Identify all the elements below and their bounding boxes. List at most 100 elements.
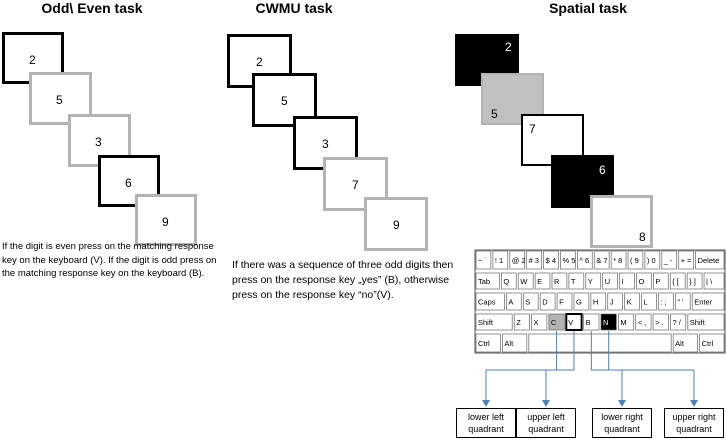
keyboard-key-label: O <box>638 277 644 286</box>
keyboard-key <box>513 313 530 331</box>
digit: 3 <box>95 135 102 149</box>
keyboard-key <box>641 292 657 311</box>
keyboard-key-label: Z <box>516 318 521 327</box>
digit: 3 <box>322 137 329 151</box>
digit: 6 <box>125 176 132 190</box>
keyboard-key-label: R <box>554 277 560 286</box>
keyboard-key-label: N <box>603 318 608 327</box>
keyboard-key <box>661 250 678 270</box>
keyboard-key <box>475 272 500 290</box>
digit-card: 8 <box>590 195 653 248</box>
keyboard-key <box>585 272 602 290</box>
digit: 2 <box>256 55 263 69</box>
digit: 5 <box>56 93 63 107</box>
keyboard-frame <box>474 249 726 354</box>
quadrant-arrow <box>482 331 558 407</box>
keyboard-key-label: } ] <box>689 277 696 286</box>
keyboard-key <box>636 272 652 290</box>
keyboard-key-label: Delete <box>698 256 720 265</box>
keyboard-key <box>522 292 539 311</box>
keyboard-key <box>475 250 492 270</box>
keyboard-key-label: K <box>627 298 632 307</box>
keyboard-key <box>590 292 607 311</box>
keyboard-key-label: B <box>586 318 591 327</box>
keyboard-key <box>699 333 725 353</box>
keyboard-key <box>528 333 672 353</box>
digit: 5 <box>491 107 498 121</box>
keyboard-key-label: Alt <box>504 339 514 348</box>
quadrant-label-upper-left: upper left quadrant <box>516 408 576 438</box>
keyboard-key-label: ! 1 <box>495 256 503 265</box>
keyboard-key-label: Q <box>503 277 509 286</box>
keyboard-key <box>618 313 635 331</box>
keyboard-key-label: Caps <box>478 298 496 307</box>
keyboard-key <box>556 292 573 311</box>
keyboard-key <box>653 272 669 290</box>
keyboard-key <box>543 250 559 270</box>
keyboard-key <box>539 292 556 311</box>
keyboard-key-label: D <box>542 298 548 307</box>
keyboard-key-label: ^ 6 <box>579 256 589 265</box>
keyboard-key-label: $ 4 <box>546 256 556 265</box>
digit: 9 <box>393 218 400 232</box>
keyboard-key-label: ? / <box>672 318 681 327</box>
keyboard-key-label: M <box>620 318 626 327</box>
keyboard-key <box>526 250 542 270</box>
keyboard-key <box>577 250 593 270</box>
keyboard-key-label: ) 0 <box>647 256 656 265</box>
keyboard-key <box>619 272 635 290</box>
keyboard-key <box>492 250 509 270</box>
keyboard-key-label: I <box>622 277 624 286</box>
quadrant-label-lower-left: lower left quadrant <box>456 408 516 438</box>
digit: 2 <box>29 53 36 67</box>
keyboard-key <box>560 250 576 270</box>
quadrant-arrow <box>542 331 575 407</box>
keyboard-key <box>703 272 725 290</box>
digit: 7 <box>352 178 359 192</box>
keyboard-key-label: ~ ` <box>478 256 487 265</box>
keyboard-key-label: ( 9 <box>630 256 639 265</box>
digit: 7 <box>529 122 536 136</box>
keyboard-key-label: S <box>525 298 530 307</box>
keyboard-key-label: + = <box>681 256 692 265</box>
keyboard-key-label: H <box>593 298 598 307</box>
cwmu-description: If there was a sequence of three odd dig… <box>232 259 454 301</box>
keyboard-key-label: @ 2 <box>512 256 526 265</box>
keyboard-key <box>674 292 691 311</box>
digit: 9 <box>162 215 169 229</box>
keyboard-key-label: Alt <box>675 339 685 348</box>
keyboard-key-label: U <box>605 277 610 286</box>
keyboard-key <box>475 333 501 353</box>
keyboard-key <box>583 313 600 331</box>
keyboard-key <box>506 292 522 311</box>
keyboard-key-label: Ctrl <box>702 339 714 348</box>
quadrant-arrow <box>590 331 626 407</box>
keyboard-key <box>669 272 686 290</box>
keyboard-key-label: V <box>568 318 573 327</box>
keyboard-key <box>670 313 687 331</box>
keyboard-key <box>593 250 610 270</box>
keyboard-key-label: F <box>559 298 564 307</box>
keyboard-key-label: % 5 <box>562 256 575 265</box>
keyboard-key-label: T <box>571 277 576 286</box>
keyboard-key <box>624 292 640 311</box>
keyboard-key-label: A <box>508 298 513 307</box>
keyboard-key-label: | \ <box>706 277 713 286</box>
digit: 2 <box>505 40 512 54</box>
keyboard-key <box>551 272 568 290</box>
keyboard-key-label: & 7 <box>596 256 607 265</box>
cwmu-title: CWMU task <box>255 0 333 16</box>
keyboard-key <box>509 250 526 270</box>
keyboard-key <box>686 272 703 290</box>
keyboard-key-label: Enter <box>694 298 712 307</box>
keyboard-key-label: Shift <box>478 318 494 327</box>
keyboard-key <box>600 313 617 331</box>
keyboard-key <box>687 313 725 331</box>
keyboard-key-label: # 3 <box>529 256 539 265</box>
keyboard-key <box>502 333 528 353</box>
keyboard-key <box>672 333 698 353</box>
keyboard-key <box>568 272 585 290</box>
keyboard-key-label: Tab <box>478 277 490 286</box>
keyboard-key <box>635 313 652 331</box>
